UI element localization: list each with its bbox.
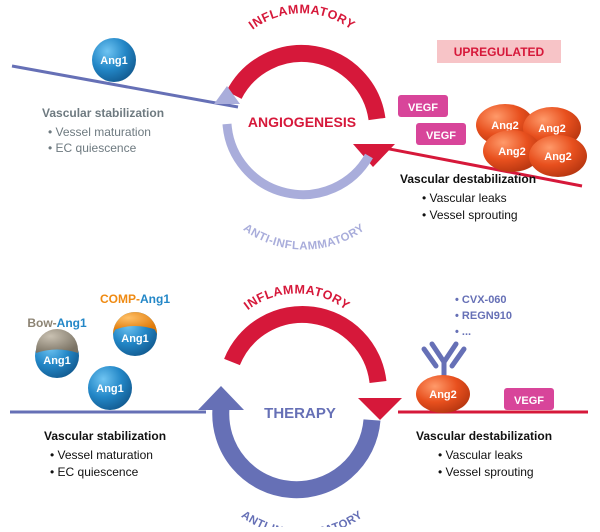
svg-text:VEGF: VEGF (426, 130, 456, 142)
membrane-right (373, 144, 583, 188)
angiogenesis-cycle: INFLAMMATORY ANTI-INFLAMMATORY ANGIOGENE… (214, 2, 395, 253)
ang1-label-therapy: Ang1 (96, 383, 124, 395)
destabilization-title-therapy: Vascular destabilization (416, 429, 552, 443)
ang2-label-therapy: Ang2 (429, 389, 457, 401)
drug-item-1: • CVX-060 (455, 294, 507, 306)
bow-ang1-label: Bow-Ang1 (27, 316, 87, 330)
anti-inflammatory-label-therapy: ANTI-INFLAMMATORY (239, 509, 365, 527)
anti-inflammatory-arc (222, 123, 373, 200)
ang1-protein (92, 38, 136, 82)
svg-text:Ang1: Ang1 (121, 333, 149, 345)
comp-ang1-label: COMP-Ang1 (100, 292, 170, 306)
vegf-label-therapy: VEGF (514, 395, 544, 407)
anti-inflammatory-arrowhead-therapy (198, 386, 244, 410)
inflammatory-arrowhead-therapy (358, 398, 402, 420)
anti-inflammatory-arrowhead (214, 86, 240, 104)
ang1-label: Ang1 (100, 55, 128, 67)
ang2-cluster: Ang2 Ang2 Ang2 Ang2 (476, 104, 587, 177)
drug-item-2: • REGN910 (455, 310, 512, 322)
destabilization-item-2: • Vessel sprouting (422, 208, 518, 222)
svg-text:Ang2: Ang2 (498, 146, 526, 158)
anti-inflammatory-label: ANTI-INFLAMMATORY (241, 222, 367, 253)
stabilization-item-2: • EC quiescence (48, 141, 137, 155)
ang2-protein (483, 130, 541, 172)
drug-item-3: • ... (455, 326, 471, 338)
antibody-icon (421, 341, 467, 381)
upregulated-label: UPREGULATED (454, 45, 545, 59)
stabilization-title-therapy: Vascular stabilization (44, 429, 166, 443)
therapy-label: THERAPY (264, 405, 336, 422)
ang2-protein (529, 135, 587, 177)
comp-ang1-protein: Ang1 (113, 312, 157, 356)
upregulated-badge (437, 40, 561, 63)
destabilization-item-1-therapy: • Vascular leaks (438, 448, 523, 462)
destabilization-item-1: • Vascular leaks (422, 191, 507, 205)
therapy-cycle: INFLAMMATORY ANTI-INFLAMMATORY THERAPY (198, 282, 402, 532)
ang2-protein-therapy (416, 375, 470, 413)
angiogenesis-label: ANGIOGENESIS (248, 114, 356, 130)
stabilization-item-2-therapy: • EC quiescence (50, 465, 139, 479)
svg-text:Ang2: Ang2 (544, 151, 572, 163)
svg-text:VEGF: VEGF (408, 102, 438, 114)
membrane-left (11, 64, 239, 109)
vegf-tag-therapy (504, 388, 554, 410)
inflammatory-arc (226, 45, 386, 121)
svg-text:Ang2: Ang2 (538, 123, 566, 135)
vegf-tag-1: VEGF (398, 95, 448, 117)
svg-text:Ang1: Ang1 (43, 355, 71, 367)
bow-ang1-protein: Ang1 (35, 329, 79, 378)
svg-text:Ang2: Ang2 (491, 120, 519, 132)
anti-inflammatory-arc-therapy (212, 407, 381, 499)
inflammatory-label: INFLAMMATORY (246, 2, 358, 32)
ang1-protein-therapy (88, 366, 132, 410)
inflammatory-arrowhead (353, 144, 395, 167)
destabilization-title: Vascular destabilization (400, 172, 536, 186)
vegf-tag-2: VEGF (416, 123, 466, 145)
stabilization-item-1-therapy: • Vessel maturation (50, 448, 153, 462)
destabilization-item-2-therapy: • Vessel sprouting (438, 465, 534, 479)
stabilization-title: Vascular stabilization (42, 106, 164, 120)
stabilization-item-1: • Vessel maturation (48, 125, 151, 139)
inflammatory-arc-therapy (224, 306, 387, 384)
